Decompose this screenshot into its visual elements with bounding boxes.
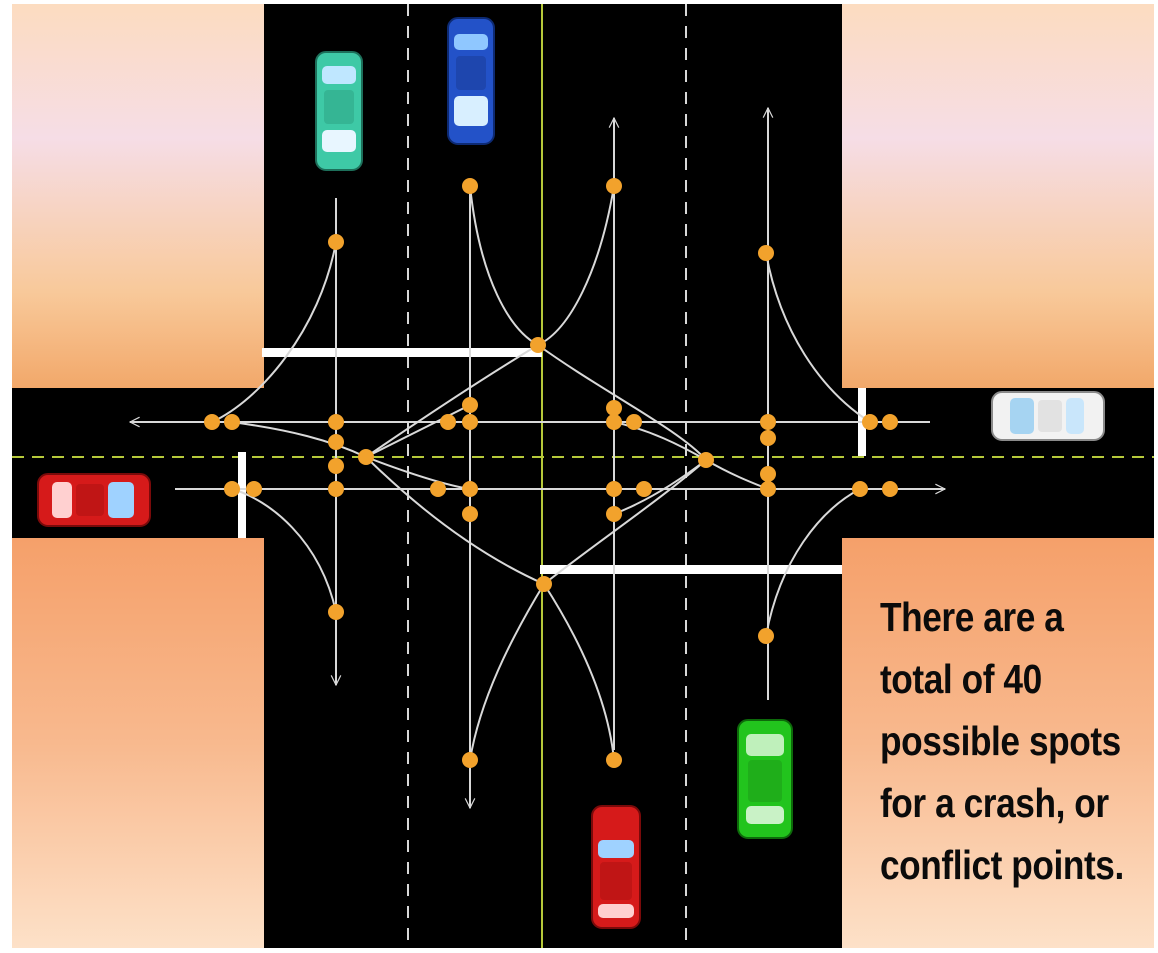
- vehicles: [37, 17, 1105, 929]
- conflict-point-29: [606, 481, 622, 497]
- conflict-point-22: [698, 452, 714, 468]
- conflict-point-2: [462, 178, 478, 194]
- conflict-point-31: [760, 481, 776, 497]
- conflict-point-26: [328, 481, 344, 497]
- conflict-point-32: [852, 481, 868, 497]
- conflict-point-10: [462, 397, 478, 413]
- conflict-point-20: [328, 458, 344, 474]
- corner-top-right: [842, 4, 1154, 388]
- conflict-point-21: [358, 449, 374, 465]
- conflict-point-24: [224, 481, 240, 497]
- conflict-point-37: [328, 604, 344, 620]
- conflict-point-35: [606, 506, 622, 522]
- conflict-point-9: [440, 414, 456, 430]
- movement-paths: [130, 108, 945, 808]
- red-car-south: [591, 805, 641, 929]
- caption-line-3: possible spots: [880, 718, 1121, 764]
- conflict-point-33: [882, 481, 898, 497]
- conflict-point-27: [430, 481, 446, 497]
- conflict-point-28: [462, 481, 478, 497]
- conflict-point-14: [626, 414, 642, 430]
- conflict-point-30: [636, 481, 652, 497]
- conflict-point-23: [760, 466, 776, 482]
- path-curve-15: [613, 459, 707, 515]
- conflict-point-11: [462, 414, 478, 430]
- path-curve-16: [365, 404, 471, 458]
- red-car-west: [37, 473, 151, 527]
- path-curve-2: [231, 488, 337, 613]
- path-curve-9: [365, 456, 545, 585]
- conflict-point-25: [246, 481, 262, 497]
- corner-top-left: [12, 4, 264, 388]
- conflict-point-6: [204, 414, 220, 430]
- path-curve-10: [543, 459, 707, 585]
- conflict-point-15: [760, 414, 776, 430]
- path-curve-1: [211, 241, 337, 423]
- conflict-point-40: [606, 752, 622, 768]
- teal-car: [315, 51, 363, 171]
- conflict-point-38: [758, 628, 774, 644]
- path-curve-6: [537, 344, 707, 461]
- white-car: [991, 391, 1105, 441]
- caption-line-2: total of 40: [880, 656, 1042, 702]
- conflict-point-5: [530, 337, 546, 353]
- caption-line-5: conflict points.: [880, 842, 1124, 888]
- conflict-point-7: [224, 414, 240, 430]
- conflict-point-8: [328, 414, 344, 430]
- conflict-point-19: [760, 430, 776, 446]
- caption-line-1: There are a: [880, 594, 1064, 640]
- corner-bottom-left: [12, 538, 264, 948]
- green-car: [737, 719, 793, 839]
- path-curve-4: [537, 185, 615, 346]
- conflict-point-13: [606, 414, 622, 430]
- stop-bar-west: [238, 452, 246, 538]
- background-corners: [12, 4, 1154, 948]
- blue-car: [447, 17, 495, 145]
- conflict-point-36: [536, 576, 552, 592]
- conflict-point-17: [882, 414, 898, 430]
- stop-bar-north: [262, 348, 542, 357]
- conflict-point-39: [462, 752, 478, 768]
- conflict-point-16: [862, 414, 878, 430]
- stop-bar-south: [540, 565, 842, 574]
- corner-bottom-right: [842, 538, 1154, 948]
- conflict-point-34: [462, 506, 478, 522]
- path-curve-3: [469, 185, 539, 346]
- conflict-points: [204, 178, 898, 768]
- horizontal-road: [12, 388, 1154, 538]
- conflict-point-1: [328, 234, 344, 250]
- conflict-point-18: [328, 434, 344, 450]
- path-curve-12: [765, 488, 861, 637]
- conflict-point-3: [606, 178, 622, 194]
- conflict-point-4: [758, 245, 774, 261]
- path-curve-8: [543, 583, 615, 761]
- conflict-point-12: [606, 400, 622, 416]
- caption-line-4: for a crash, or: [880, 780, 1109, 826]
- path-curve-5: [365, 344, 539, 458]
- path-curve-11: [765, 252, 871, 423]
- conflict-points-caption: There are a total of 40 possible spots f…: [880, 586, 1124, 896]
- path-curve-7: [469, 583, 545, 761]
